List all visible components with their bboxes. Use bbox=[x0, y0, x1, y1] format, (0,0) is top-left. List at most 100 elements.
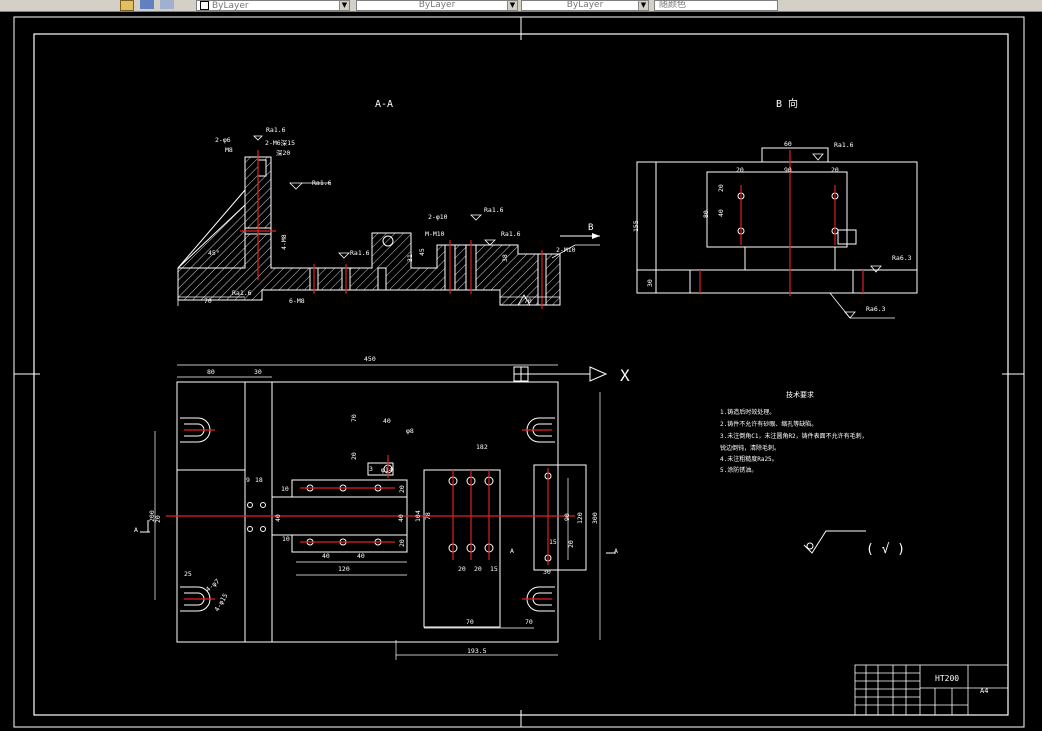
plan-dim-1935: 193.5 bbox=[467, 647, 487, 655]
color-control-select[interactable]: ByLayer ▼ bbox=[196, 0, 350, 11]
plan-dim-20b: 20 bbox=[154, 515, 162, 523]
tech-req-1: 1.铸造后时效处理。 bbox=[720, 408, 775, 416]
plan-hole-4phi7: 4-φ7 bbox=[204, 577, 221, 593]
plan-hole-phi8: φ8 bbox=[406, 427, 414, 435]
label-angle-45: 45° bbox=[208, 249, 220, 257]
plan-dim-20c: 20 bbox=[398, 485, 406, 493]
b-dim-40: 40 bbox=[717, 209, 725, 217]
plan-dim-30b: 30 bbox=[543, 568, 551, 576]
tech-req-6: 5.涂防锈油。 bbox=[720, 466, 757, 474]
b-dim-30: 30 bbox=[646, 279, 654, 287]
plotstyle-control-select[interactable]: 随颜色 bbox=[654, 0, 778, 11]
properties-toolbar: ByLayer ▼ ByLayer ▼ ByLayer ▼ 随颜色 bbox=[0, 0, 1042, 12]
label-6m8: 6-M8 bbox=[289, 297, 305, 305]
label-4m8: 4-M8 bbox=[280, 234, 288, 250]
plan-section-a-mid: A bbox=[510, 547, 514, 555]
layer-manager-icon[interactable] bbox=[120, 0, 134, 11]
plan-dim-90: 90 bbox=[563, 513, 571, 521]
chevron-down-icon[interactable]: ▼ bbox=[339, 1, 349, 10]
plan-dim-20e: 20 bbox=[567, 540, 575, 548]
plan-dim-120: 120 bbox=[338, 565, 350, 573]
plan-dim-18: 18 bbox=[255, 476, 263, 484]
chevron-down-icon[interactable]: ▼ bbox=[638, 1, 648, 10]
plan-dim-40d: 40 bbox=[322, 552, 330, 560]
plan-dim-30: 30 bbox=[254, 368, 262, 376]
view-b-centerlines bbox=[699, 150, 864, 296]
plan-view bbox=[176, 381, 587, 643]
linetype-control-select[interactable]: ByLayer ▼ bbox=[356, 0, 518, 11]
plan-dim-9: 9 bbox=[246, 476, 250, 484]
lineweight-control-select[interactable]: ByLayer ▼ bbox=[521, 0, 649, 11]
view-b-title: B 向 bbox=[776, 97, 798, 110]
plan-dim-20d: 20 bbox=[398, 539, 406, 547]
section-aa-dimlines bbox=[177, 135, 600, 306]
x-axis-arrow: X bbox=[513, 366, 630, 385]
b-dim-155: 155 bbox=[632, 220, 640, 232]
b-roughness-1: Ra1.6 bbox=[834, 141, 854, 149]
plan-dim-450: 450 bbox=[364, 355, 376, 363]
b-dim-80: 80 bbox=[702, 210, 710, 218]
plan-dim-70c: 70 bbox=[525, 618, 533, 626]
label-2m6: 2-M6深15 bbox=[265, 138, 295, 147]
plan-dimlines bbox=[154, 364, 601, 660]
layer-state-icon[interactable] bbox=[160, 0, 174, 9]
label-2phi10: 2-φ10 bbox=[428, 213, 448, 221]
lineweight-control-value: ByLayer bbox=[566, 0, 604, 10]
plan-dim-40c: 40 bbox=[397, 514, 405, 522]
drawing-canvas[interactable]: A-A 2-φ6 M8 2-M6深15 深20 Ra1.6 Ra1.6 4-M8… bbox=[0, 11, 1042, 731]
label-depth20: 深20 bbox=[276, 148, 290, 157]
plan-dim-300: 300 bbox=[591, 512, 599, 524]
plan-dim-15: 15 bbox=[549, 538, 557, 546]
plan-centerlines bbox=[166, 429, 575, 600]
plan-dim-15b: 15 bbox=[490, 565, 498, 573]
b-dim-20b: 20 bbox=[831, 166, 839, 174]
color-control-value: ByLayer bbox=[212, 1, 249, 11]
plan-dim-80: 80 bbox=[207, 368, 215, 376]
b-roughness-2: Ra6.3 bbox=[892, 254, 912, 262]
label-m10: M-M10 bbox=[425, 230, 445, 238]
plan-dim-70b: 70 bbox=[466, 618, 474, 626]
label-2phi6: 2-φ6 bbox=[215, 136, 231, 144]
x-axis-label: X bbox=[620, 366, 630, 385]
tech-req-title: 技术要求 bbox=[786, 390, 814, 399]
label-roughness-1: Ra1.6 bbox=[266, 126, 286, 134]
title-material: HT200 bbox=[935, 674, 959, 683]
plan-dim-10a: 10 bbox=[281, 485, 289, 493]
section-cut-marks bbox=[140, 464, 616, 568]
tech-requirements: 技术要求 1.铸造后时效处理。 2.铸件不允许有砂眼、缩孔等缺陷。 3.未注倒角… bbox=[720, 390, 868, 474]
label-31: 31 bbox=[406, 254, 414, 262]
plan-dim-40: 40 bbox=[383, 417, 391, 425]
plan-dim-25: 25 bbox=[184, 570, 192, 578]
plotstyle-control-value: 随颜色 bbox=[659, 0, 687, 10]
color-swatch-icon bbox=[200, 1, 209, 10]
tech-req-3: 3.未注倒角C1，未注圆角R2，铸件表面不允许有毛刺， bbox=[720, 432, 868, 440]
plan-dim-20g: 20 bbox=[474, 565, 482, 573]
plan-dim-78: 78 bbox=[424, 512, 432, 520]
view-b-label: B bbox=[588, 223, 593, 233]
section-aa-title: A-A bbox=[375, 99, 393, 110]
chevron-down-icon[interactable]: ▼ bbox=[507, 1, 517, 10]
b-dim-20a: 20 bbox=[736, 166, 744, 174]
plan-dim-104: 104 bbox=[414, 510, 422, 522]
tech-req-2: 2.铸件不允许有砂眼、缩孔等缺陷。 bbox=[720, 420, 817, 428]
title-block bbox=[854, 664, 1009, 716]
plan-dim-120b: 120 bbox=[576, 512, 584, 524]
surface-finish-symbol: ( √ ) bbox=[803, 530, 905, 557]
label-38: 38 bbox=[501, 254, 509, 262]
label-roughness-5: Ra1.6 bbox=[501, 230, 521, 238]
plan-dim-phi14: φ14 bbox=[381, 466, 393, 474]
label-roughness-6: Ra1.6 bbox=[232, 289, 252, 297]
plan-section-a-left: A bbox=[134, 526, 138, 534]
view-b-symbols bbox=[812, 153, 895, 319]
tech-req-5: 4.未注粗糙度Ra25。 bbox=[720, 455, 778, 463]
command-line[interactable] bbox=[0, 731, 1042, 740]
label-dim-70a: 70 bbox=[204, 297, 212, 305]
plan-dim-10b: 10 bbox=[282, 535, 290, 543]
label-roughness-3: Ra1.6 bbox=[350, 249, 370, 257]
title-sheet: A4 bbox=[980, 687, 988, 695]
plan-dim-20a: 20 bbox=[350, 452, 358, 460]
label-45: 45 bbox=[418, 248, 426, 256]
b-roughness-3: Ra6.3 bbox=[866, 305, 886, 313]
layer-previous-icon[interactable] bbox=[140, 0, 154, 9]
plan-hole-4phi15: 4-φ15 bbox=[213, 592, 230, 613]
